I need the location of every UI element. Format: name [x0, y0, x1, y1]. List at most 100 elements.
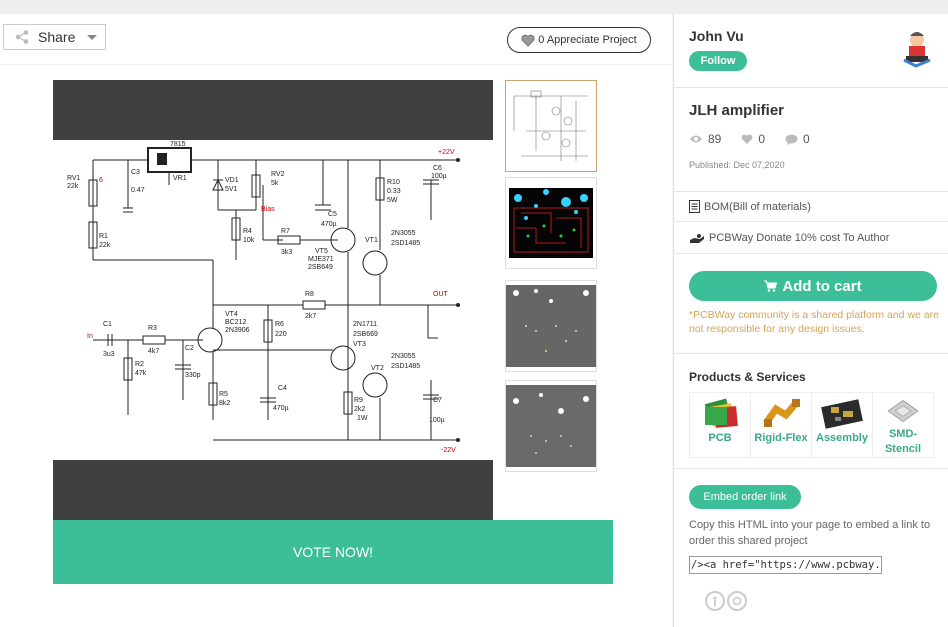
author-name[interactable]: John Vu: [689, 28, 744, 44]
embed-label: Embed order link: [703, 491, 787, 503]
comment-icon: [785, 134, 798, 145]
product-assembly[interactable]: Assembly: [811, 392, 873, 458]
schematic-label: C7: [433, 397, 442, 404]
schematic-label: 22k: [99, 242, 111, 249]
heart-icon: [521, 34, 535, 47]
schematic-label: VT3: [353, 341, 366, 348]
avatar[interactable]: [896, 26, 938, 68]
schematic-label: RV2: [271, 171, 285, 178]
appreciate-project-button[interactable]: 0 Appreciate Project: [507, 27, 651, 53]
donate-row: PCBWay Donate 10% cost To Author: [674, 222, 948, 254]
schematic-label: R8: [305, 291, 314, 298]
schematic-label: 5k: [271, 180, 279, 187]
likes-stat: 0: [741, 132, 775, 146]
schematic-label: C3: [131, 169, 140, 176]
schematic-label: 2SB649: [308, 264, 333, 271]
vote-label: VOTE NOW!: [292, 544, 374, 560]
schematic-label: R5: [219, 391, 228, 398]
social-circle-icon[interactable]: [727, 591, 747, 611]
bom-row[interactable]: BOM(Bill of materials): [674, 192, 948, 222]
schematic-label: 0.47: [131, 187, 145, 194]
schematic-label: 10k: [243, 237, 255, 244]
donate-hand-icon: [690, 233, 704, 243]
schematic-label: R7: [281, 228, 290, 235]
cart-icon: [764, 280, 778, 292]
thumbnail-pcb-gray-top[interactable]: [505, 280, 597, 372]
embed-code-field[interactable]: /><a href="https://www.pcbway.c: [689, 556, 882, 574]
follow-button[interactable]: Follow: [689, 51, 747, 71]
schematic-label: R3: [148, 325, 157, 332]
cart-label: Add to cart: [782, 277, 862, 295]
schematic-label: 8k2: [219, 400, 230, 407]
product-rigid-flex[interactable]: Rigid-Flex: [750, 392, 812, 458]
schematic-label: OUT: [433, 291, 449, 298]
schematic-label: R2: [135, 361, 144, 368]
social-icons: [705, 591, 749, 611]
schematic-label: VR1: [173, 175, 187, 182]
rigid-flex-icon: [763, 399, 800, 427]
schematic-label: 100µ: [431, 173, 447, 180]
schematic-label: MJE371: [308, 256, 334, 263]
schematic-label: VT1: [365, 237, 378, 244]
schematic-label: 470µ: [273, 405, 289, 412]
schematic-label: 2SB669: [353, 331, 378, 338]
project-title: JLH amplifier: [689, 102, 785, 119]
schematic-label: 470µ: [321, 221, 337, 228]
schematic-label: -22V: [441, 447, 456, 454]
bom-label: BOM(Bill of materials): [704, 200, 811, 213]
comments-count: 0: [803, 132, 810, 146]
embed-order-link-button[interactable]: Embed order link: [689, 485, 801, 509]
schematic-label: 2N1711: [353, 321, 377, 328]
schematic-label: 2N3906: [225, 327, 250, 334]
schematic-label: 330p: [185, 372, 201, 379]
pcb-icon: [704, 398, 738, 428]
schematic-label: BC212: [225, 319, 247, 326]
share-button[interactable]: Share: [3, 24, 106, 50]
schematic-label: R10: [387, 179, 400, 186]
main-image-viewer[interactable]: 7815 VR1 C3 0.47 RV1 22k 6 VD1 5V1 RV2 5…: [53, 80, 493, 520]
schematic-label: +22V: [438, 149, 455, 156]
top-strip: [0, 0, 948, 14]
cart-section: Add to cart *PCBWay community is a share…: [674, 254, 948, 354]
schematic-label: 4k7: [148, 348, 159, 355]
schematic-label: 3k3: [281, 249, 292, 256]
product-smd-stencil-label: SMD-Stencil: [884, 428, 922, 455]
schematic-label: R1: [99, 233, 108, 240]
schematic-label: 7815: [170, 141, 186, 148]
schematic-label: VT5: [315, 248, 328, 255]
project-sidebar: John Vu Follow JLH amplifier 89 0 0: [673, 14, 948, 627]
social-share-icon[interactable]: [705, 591, 725, 611]
schematic-label: 6: [99, 177, 103, 184]
products-title: Products & Services: [689, 370, 806, 384]
product-assembly-label: Assembly: [816, 432, 868, 444]
schematic-label: C6: [433, 165, 442, 172]
embed-instructions: Copy this HTML into your page to embed a…: [689, 519, 931, 547]
thumbnail-schematic[interactable]: [505, 80, 597, 172]
schematic-label: R4: [243, 228, 252, 235]
add-to-cart-button[interactable]: Add to cart: [689, 271, 937, 301]
schematic-label: 2SD1485: [391, 363, 420, 370]
schematic-label: C4: [278, 385, 287, 392]
vote-now-button[interactable]: VOTE NOW!: [53, 520, 613, 584]
schematic-label: VD1: [225, 177, 239, 184]
product-smd-stencil[interactable]: SMD-Stencil: [872, 392, 934, 458]
views-count: 89: [708, 132, 722, 146]
schematic-label: 0.33: [387, 188, 401, 195]
schematic-label: Bias: [261, 206, 275, 213]
schematic-label: 5W: [387, 197, 398, 204]
product-rigid-flex-label: Rigid-Flex: [754, 432, 808, 444]
schematic-label: 2SD1485: [391, 240, 420, 247]
schematic-label: R9: [354, 397, 363, 404]
schematic-label: RV1: [67, 175, 81, 182]
assembly-icon: [821, 399, 863, 429]
schematic-label: VT2: [371, 365, 384, 372]
published-date: Published: Dec 07,2020: [689, 160, 785, 170]
thumbnail-pcb-gray-bottom[interactable]: [505, 380, 597, 472]
thumbnail-pcb-layout[interactable]: [505, 177, 597, 269]
product-pcb[interactable]: PCB: [689, 392, 751, 458]
share-label: Share: [38, 29, 76, 45]
schematic-label: C2: [185, 345, 194, 352]
schematic-label: R6: [275, 321, 284, 328]
disclaimer-note: *PCBWay community is a shared platform a…: [689, 309, 939, 335]
schematic-label: 2k2: [354, 406, 365, 413]
